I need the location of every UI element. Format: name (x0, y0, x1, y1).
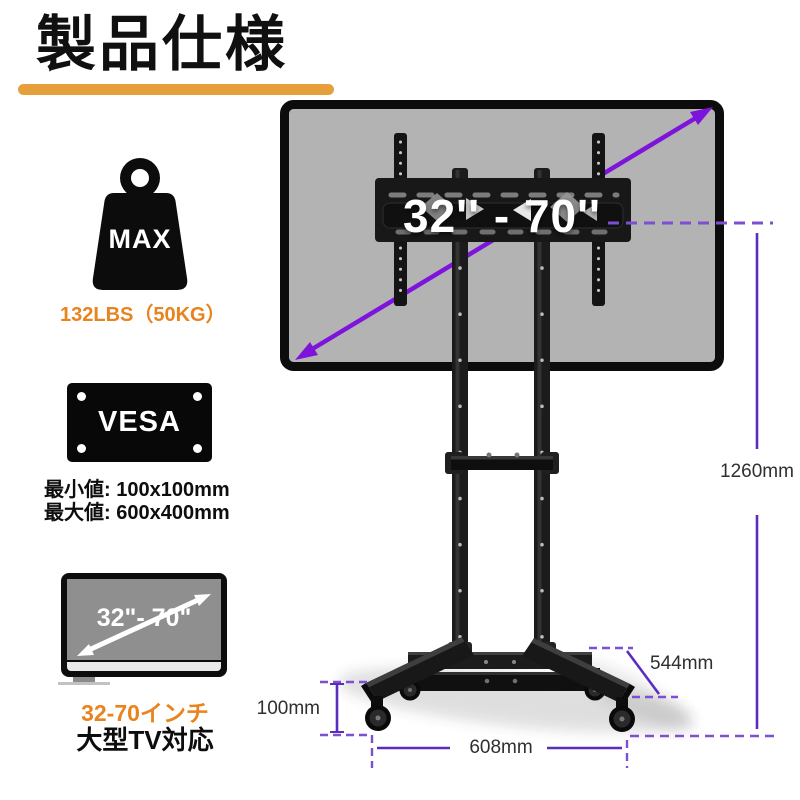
vesa-hole-icon (77, 444, 86, 453)
page-title: 製品仕様 (36, 11, 288, 78)
vesa-hole-icon (193, 392, 202, 401)
media-shelf (445, 452, 559, 474)
vesa-hole-icon (193, 444, 202, 453)
pole-holes (458, 266, 544, 642)
tv-inline-range: 32"- 70" (96, 604, 192, 632)
caster-wheels-front (365, 696, 635, 732)
vesa-plate-icon: VESA (67, 383, 212, 462)
tv-diagonal-arrow-icon (77, 594, 211, 656)
support-poles (452, 168, 550, 668)
base-legs (361, 637, 635, 704)
vesa-max-size: 最大値: 600x400mm (44, 502, 230, 524)
vesa-label: VESA (98, 406, 181, 438)
tv-icon-stand-base (58, 682, 110, 685)
tv-support-label: 大型TV対応 (76, 725, 214, 755)
tv-size-icon: 32"- 70" (61, 573, 227, 677)
vesa-min-size: 最小値: 100x100mm (44, 479, 230, 501)
base-frame (393, 642, 607, 691)
vesa-hole-icon (77, 392, 86, 401)
tv-icon-bezel (67, 662, 221, 671)
caster-wheels-rear (399, 668, 606, 701)
dim-depth-label: 544mm (650, 653, 714, 674)
bracket-size-label: 32'' - 70'' (403, 190, 601, 242)
max-weight-value: 132LBS（50KG） (60, 304, 226, 326)
title-underline (18, 84, 334, 95)
floor-shadow (337, 659, 695, 733)
max-weight-text: MAX (108, 224, 172, 254)
dim-wheel-height-label: 100mm (256, 698, 320, 719)
tv-range-label: 32-70インチ (81, 700, 209, 726)
dim-height-label: 1260mm (720, 461, 794, 482)
dimension-lines (320, 221, 774, 768)
max-weight-icon (92, 158, 188, 290)
tv-icon-stand (73, 677, 95, 682)
dim-width-label: 608mm (469, 737, 533, 758)
